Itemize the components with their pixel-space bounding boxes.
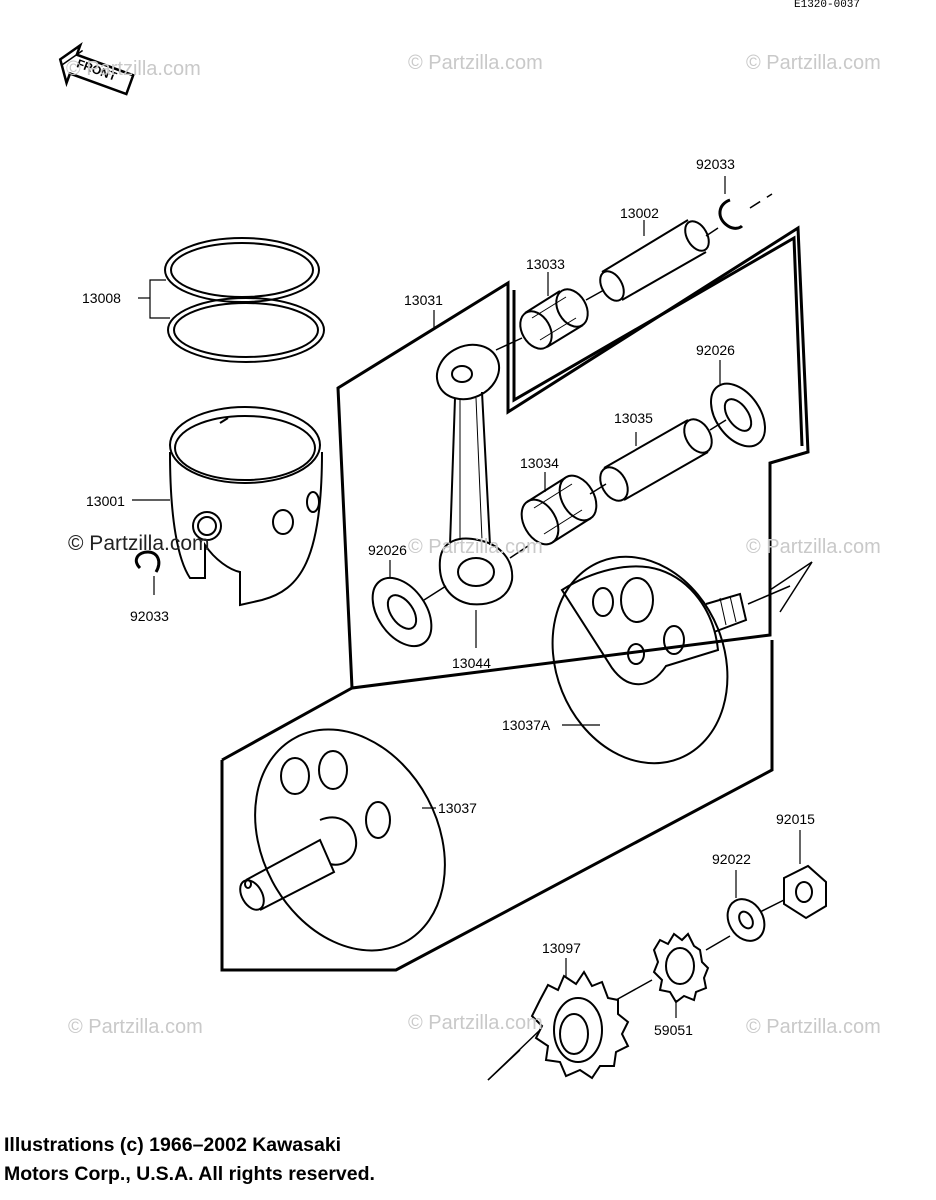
conrod-assembly-outline [336, 225, 810, 690]
piston [169, 406, 323, 607]
callout-59051[interactable]: 59051 [654, 1022, 693, 1038]
callout-92026[interactable]: 92026 [696, 342, 735, 358]
copyright-line-2: Motors Corp., U.S.A. All rights reserved… [4, 1163, 375, 1185]
leader-lines [132, 176, 801, 1018]
piston-rings [164, 237, 325, 363]
needle-bearing-big [520, 474, 598, 546]
connecting-rod [435, 343, 514, 606]
watermark: © Partzilla.com [408, 1012, 543, 1034]
callout-92026[interactable]: 92026 [368, 542, 407, 558]
nut [783, 864, 827, 920]
circlip-right-icon [718, 198, 744, 230]
callout-13008[interactable]: 13008 [82, 290, 121, 306]
watermark: © Partzilla.com [746, 52, 881, 74]
callout-13044[interactable]: 13044 [452, 655, 491, 671]
thrust-washer-left [371, 576, 433, 648]
crankshaft-left-half [239, 728, 446, 952]
callout-13097[interactable]: 13097 [542, 940, 581, 956]
callout-13037a[interactable]: 13037A [502, 717, 551, 733]
copyright-line-1: Illustrations (c) 1966–2002 Kawasaki [4, 1134, 342, 1156]
callout-13035[interactable]: 13035 [614, 410, 653, 426]
callout-92033[interactable]: 92033 [130, 608, 169, 624]
watermark: © Partzilla.com [66, 58, 201, 80]
callout-13031[interactable]: 13031 [404, 292, 443, 308]
watermark: © Partzilla.com [408, 52, 543, 74]
crank-pin [599, 418, 713, 502]
crankshaft-assembly-outline [220, 640, 774, 972]
needle-bearing-small [519, 288, 589, 350]
primary-gear-large [530, 970, 630, 1080]
circlip-left-icon [134, 550, 161, 573]
watermark: © Partzilla.com [746, 536, 881, 558]
watermark: © Partzilla.com [746, 1016, 881, 1038]
watermark: © Partzilla.com [68, 1016, 203, 1038]
drive-gear-small [652, 932, 710, 1004]
washer [726, 898, 766, 942]
callout-92033[interactable]: 92033 [696, 156, 735, 172]
crankshaft-right-half [551, 555, 748, 765]
watermark: © Partzilla.com [68, 532, 210, 555]
inner-outline [512, 235, 804, 447]
watermark: © Partzilla.com [408, 536, 543, 558]
callout-13037[interactable]: 13037 [438, 800, 477, 816]
diagram-id: E1320-0037 [794, 0, 861, 11]
thrust-washer-right [710, 382, 766, 448]
callout-13002[interactable]: 13002 [620, 205, 659, 221]
callout-13034[interactable]: 13034 [520, 455, 559, 471]
callout-92015[interactable]: 92015 [776, 811, 815, 827]
callout-92022[interactable]: 92022 [712, 851, 751, 867]
front-arrow-icon [58, 42, 135, 96]
callout-13001[interactable]: 13001 [86, 493, 125, 509]
callout-13033[interactable]: 13033 [526, 256, 565, 272]
